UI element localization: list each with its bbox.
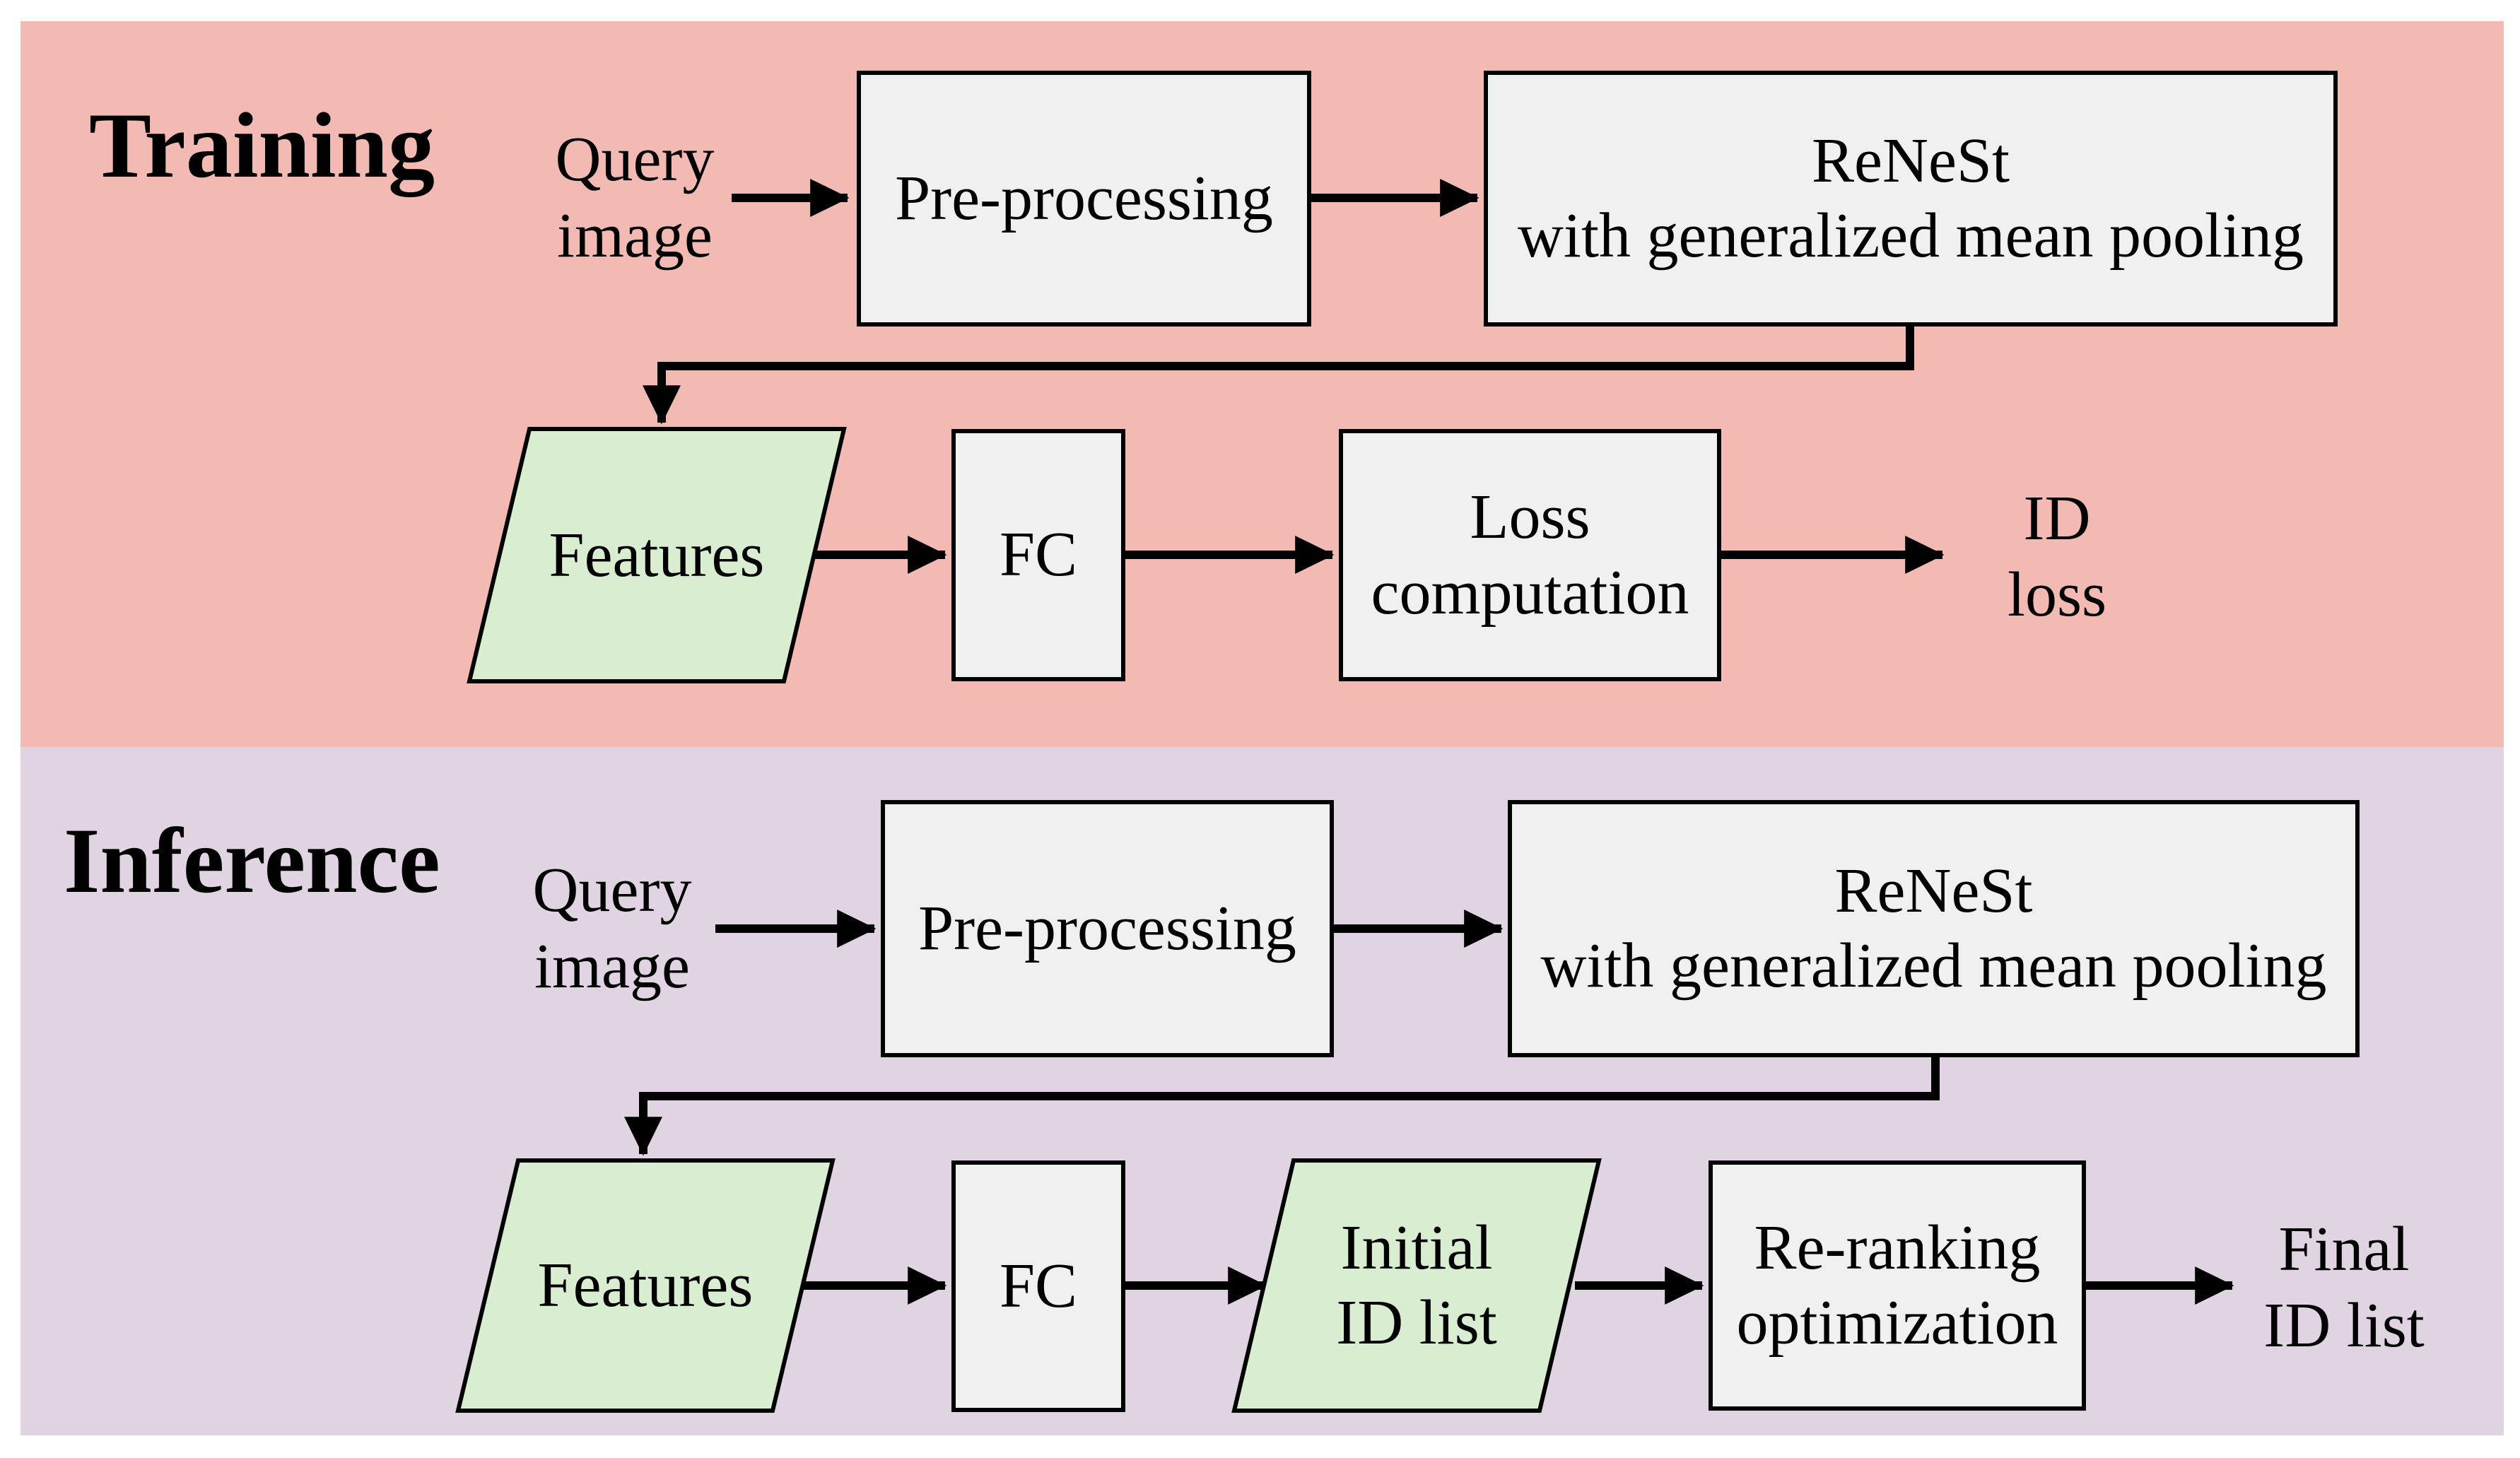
training-preprocessing-box: Pre-processing [857,71,1311,327]
training-backbone-box: ReNeSt with generalized mean pooling [1484,71,2338,327]
inference-initial-id-list-label: Initial ID list [1336,1212,1497,1358]
training-id-loss-label: ID loss [2007,483,2107,630]
arrow-training-backbone-to-features-elbow [643,325,1914,425]
inference-reranking-box: Re-ranking optimization [1709,1160,2086,1411]
inference-features-shape [455,1158,836,1413]
inference-section-label: Inference [64,809,440,912]
training-features-label: Features [549,519,765,590]
inference-features-label: Features [537,1250,754,1320]
training-fc-box: FC [951,429,1125,681]
training-loss-computation-box: Loss computation [1339,429,1721,681]
inference-initial-id-list-shape [1231,1158,1602,1413]
inference-preprocessing-box: Pre-processing [881,800,1334,1057]
training-section-label: Training [89,93,435,197]
training-query-image-label: Query image [555,124,715,271]
inference-backbone-box: ReNeSt with generalized mean pooling [1508,800,2360,1057]
inference-query-image-label: Query image [532,855,692,1001]
inference-final-id-list-label: Final ID list [2263,1214,2425,1360]
arrow-inference-backbone-to-features-elbow [624,1056,1940,1156]
inference-fc-box: FC [951,1160,1125,1412]
training-features-shape [467,427,847,683]
